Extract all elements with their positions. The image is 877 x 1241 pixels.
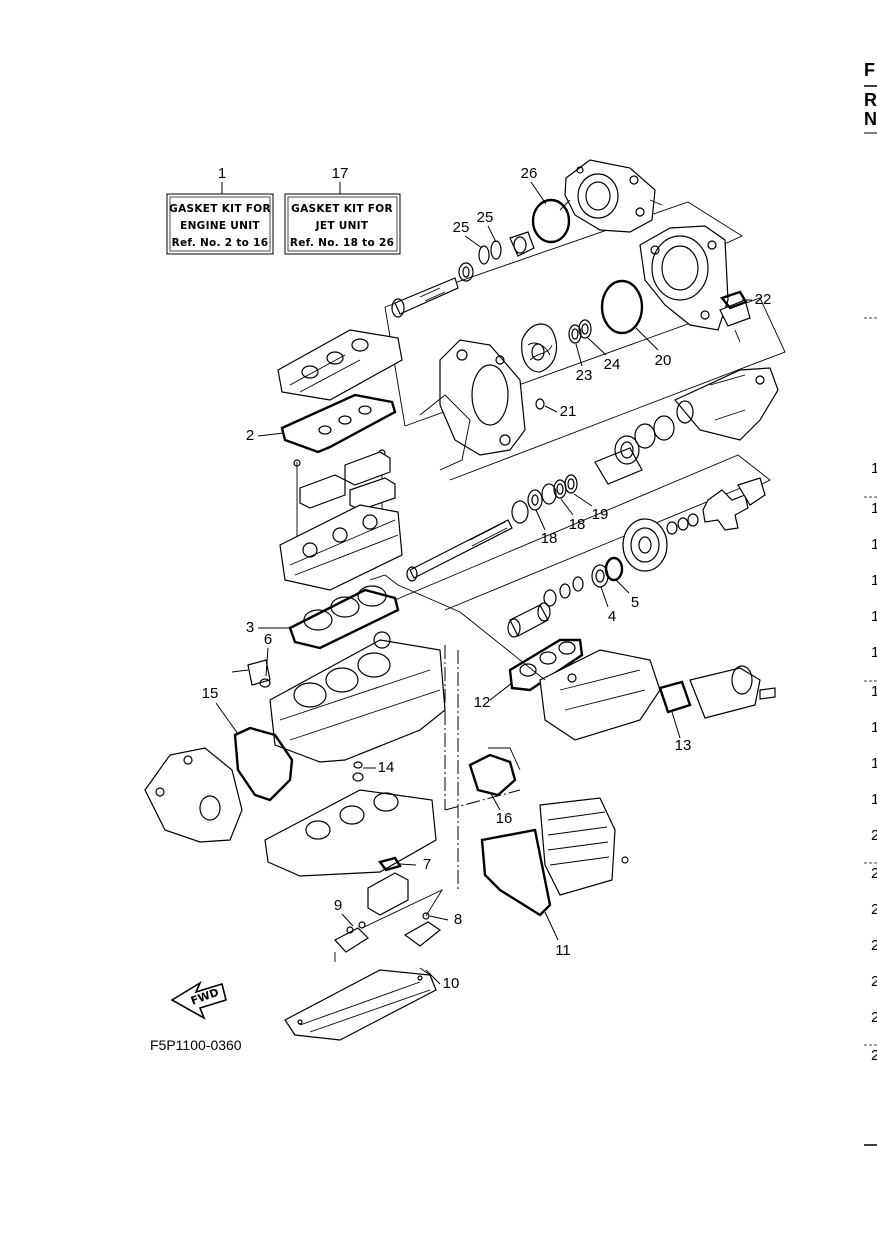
edge-digit: 1	[871, 644, 877, 661]
o-ring-26	[531, 198, 571, 244]
head-cover-gasket	[280, 393, 397, 454]
callout-25a: 25	[453, 219, 470, 236]
callout-9: 9	[334, 897, 342, 914]
gasket-16	[468, 753, 517, 797]
callout-15: 15	[202, 685, 219, 702]
edge-digit: 2	[871, 973, 877, 990]
fwd-arrow-icon: FWD	[170, 980, 227, 1020]
intake-housing	[419, 339, 526, 471]
callout-22: 22	[755, 291, 772, 308]
cylinder-head	[279, 504, 403, 591]
edge-digit: 2	[871, 1047, 877, 1064]
coupler-shaft	[507, 602, 551, 638]
crankcase	[264, 789, 437, 877]
callout-25b: 25	[477, 209, 494, 226]
o-ring-20	[600, 279, 644, 335]
edge-letter-r: R	[864, 90, 877, 110]
callout-14: 14	[378, 759, 395, 776]
callout-18a: 18	[541, 530, 558, 547]
edge-digit: 1	[871, 536, 877, 553]
cover-unit	[539, 797, 629, 896]
shaft-housing	[674, 367, 779, 441]
edge-digit: 1	[871, 683, 877, 700]
callout-6: 6	[264, 631, 272, 648]
callout-26: 26	[521, 165, 538, 182]
edge-letter-n: N	[864, 109, 877, 129]
kit-jet-line3: Ref. No. 18 to 26	[290, 237, 394, 249]
edge-digit: 2	[871, 865, 877, 882]
cylinder-block	[269, 631, 446, 763]
callout-11: 11	[555, 942, 571, 959]
callout-23: 23	[576, 367, 593, 384]
edge-digit: 2	[871, 827, 877, 844]
cylinder-head-cover	[277, 329, 403, 401]
jet-pump-housing	[639, 225, 751, 343]
flywheel-cover-gasket	[233, 726, 294, 802]
callout-13: 13	[675, 737, 692, 754]
figure-code: F5P1100-0360	[150, 1037, 242, 1053]
callout-19: 19	[592, 506, 609, 523]
callout-24: 24	[604, 356, 621, 373]
exhaust-gasket	[508, 638, 584, 692]
edge-digit: 2	[871, 901, 877, 918]
callout-21: 21	[560, 403, 577, 420]
callout-18b: 18	[569, 516, 586, 533]
edge-digit: 2	[871, 1009, 877, 1026]
callout-16: 16	[496, 810, 513, 827]
coupling-assembly	[622, 477, 766, 572]
flywheel-cover	[144, 747, 243, 843]
edge-digit: 1	[871, 791, 877, 808]
callout-4: 4	[608, 608, 616, 625]
callout-20: 20	[655, 352, 672, 369]
callout-7: 7	[423, 856, 431, 873]
kit-box-jet: GASKET KIT FOR JET UNIT Ref. No. 18 to 2…	[284, 193, 401, 255]
oil-pan	[284, 969, 437, 1041]
drive-shaft-long	[406, 519, 513, 582]
gasket-22	[719, 290, 748, 310]
edge-digit: 1	[871, 572, 877, 589]
edge-digit: 1	[871, 755, 877, 772]
gasket-11	[480, 828, 552, 917]
edge-digit: 1	[871, 460, 877, 477]
callout-3: 3	[246, 619, 254, 636]
kit-engine-line2: ENGINE UNIT	[180, 220, 260, 232]
impeller	[521, 323, 558, 373]
callout-10: 10	[443, 975, 460, 992]
edge-digit: 1	[871, 719, 877, 736]
exhaust-pipe	[689, 665, 776, 719]
kit-box-engine: GASKET KIT FOR ENGINE UNIT Ref. No. 2 to…	[166, 193, 274, 255]
oil-pump	[334, 872, 409, 962]
jet-nozzle-housing	[559, 159, 663, 233]
kit-jet-line2: JET UNIT	[315, 220, 369, 232]
exhaust-manifold	[539, 649, 661, 741]
callout-2: 2	[246, 427, 254, 444]
edge-letter-f: F	[864, 60, 875, 80]
kit-engine-line1: GASKET KIT FOR	[169, 203, 271, 215]
edge-digit: 1	[871, 608, 877, 625]
kit-engine-line3: Ref. No. 2 to 16	[172, 237, 269, 249]
right-edge-fragment: F R N 1 1 1 1 1 1 1 1 1 1 2 2 2 2 2 2 2	[864, 60, 877, 1146]
head-gasket	[288, 585, 400, 650]
kit-jet-line1: GASKET KIT FOR	[291, 203, 393, 215]
callout-8: 8	[454, 911, 462, 928]
callout-1: 1	[218, 165, 226, 182]
drive-shaft-upper	[391, 262, 474, 318]
exhaust-gasket-13	[658, 680, 692, 714]
edge-digit: 2	[871, 937, 877, 954]
callout-12: 12	[474, 694, 491, 711]
callout-17: 17	[332, 165, 349, 182]
edge-digit: 1	[871, 500, 877, 517]
callout-5: 5	[631, 594, 639, 611]
